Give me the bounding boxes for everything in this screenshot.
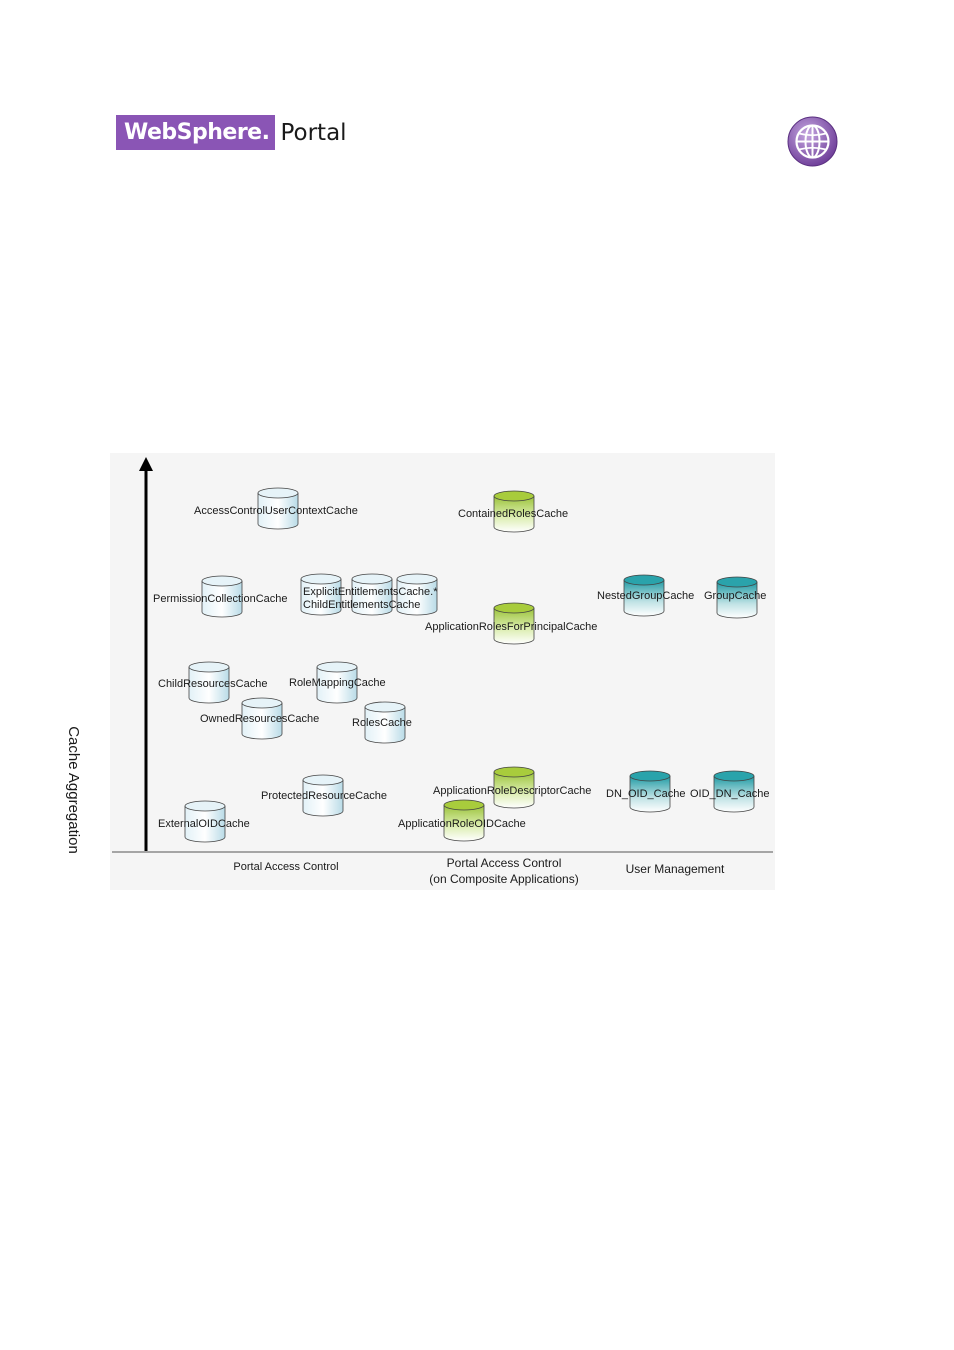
cache-label: PermissionCollectionCache <box>153 593 288 605</box>
product-name: Portal <box>280 119 347 146</box>
cache-cylinder <box>300 573 342 616</box>
cache-cylinder <box>201 575 243 618</box>
cache-label: ApplicationRolesForPrincipalCache <box>425 621 598 633</box>
cache-cylinder <box>623 574 665 617</box>
category-label: User Management <box>625 862 725 876</box>
cache-cylinder <box>493 602 535 645</box>
cache-cylinder <box>188 661 230 704</box>
cache-label: RolesCache <box>352 717 412 729</box>
cache-cylinder <box>316 661 358 704</box>
cache-label: ApplicationRoleOIDCache <box>398 818 526 830</box>
cache-label: AccessControlUserContextCache <box>194 505 358 517</box>
axes <box>112 457 773 853</box>
cache-cylinder <box>257 487 299 530</box>
y-axis-label: Cache Aggregation <box>65 726 82 854</box>
cache-label: ExternalOIDCache <box>158 818 250 830</box>
category-label: Portal Access Control (on Composite Appl… <box>429 856 579 886</box>
cache-cylinder <box>396 573 438 616</box>
cache-label: RoleMappingCache <box>289 677 386 689</box>
cache-cylinder <box>184 800 226 843</box>
cache-cylinder <box>241 697 283 740</box>
cache-label: NestedGroupCache <box>597 590 695 602</box>
cache-label: ContainedRolesCache <box>458 508 569 520</box>
cache-label: ProtectedResourceCache <box>261 790 387 802</box>
cache-label: OID_DN_Cache <box>690 788 770 800</box>
cache-cylinder <box>493 766 535 809</box>
cache-cylinder <box>629 770 671 813</box>
websphere-wordmark: WebSphere. <box>116 115 276 150</box>
cache-cylinder <box>351 573 393 616</box>
cache-label: ChildEntitlementsCache <box>303 599 421 611</box>
cache-cylinder <box>713 770 755 813</box>
cache-aggregation-diagram: Cache Aggregation AccessControlUserConte… <box>65 453 775 890</box>
cache-cylinder <box>443 799 485 842</box>
cache-label: ExplicitEntitlementsCache.* <box>303 586 438 598</box>
cache-label: ChildResourcesCache <box>158 678 268 690</box>
cache-cylinder <box>302 774 344 817</box>
cache-cylinder <box>716 576 758 619</box>
cache-cylinder <box>364 701 406 744</box>
globe-icon <box>787 116 838 167</box>
cache-label: DN_OID_Cache <box>606 788 686 800</box>
cache-label: ApplicationRoleDescriptorCache <box>433 785 592 797</box>
websphere-portal-logo: WebSphere. Portal <box>116 115 347 150</box>
cache-cylinder <box>493 490 535 533</box>
cache-label: GroupCache <box>704 590 767 602</box>
cache-label: OwnedResourcesCache <box>200 713 320 725</box>
category-label: Portal Access Control <box>233 861 339 873</box>
